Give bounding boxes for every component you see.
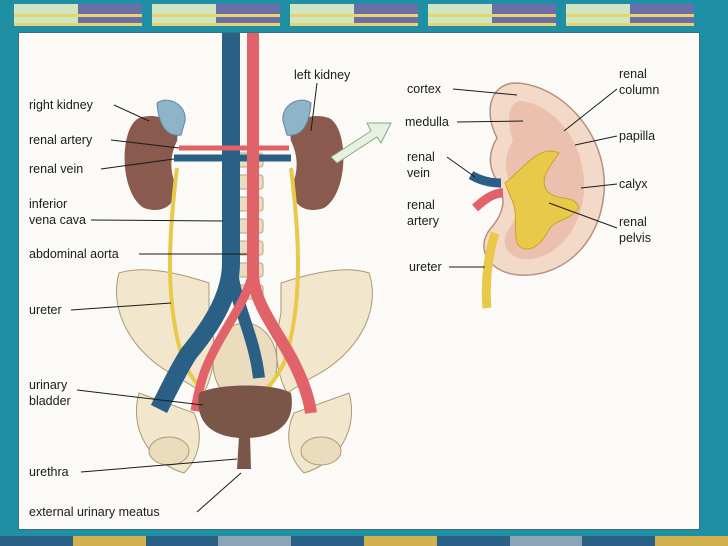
header-decoration xyxy=(0,0,728,30)
label-calyx: calyx xyxy=(619,177,648,191)
label-detail-renal-artery-1: renal xyxy=(407,198,435,212)
label-inferior: inferior xyxy=(29,197,67,211)
label-bladder: bladder xyxy=(29,394,71,408)
label-ureter: ureter xyxy=(29,303,62,317)
label-external-urinary-meatus: external urinary meatus xyxy=(29,505,160,519)
kidney-cross-section xyxy=(468,82,606,309)
detail-labels: cortex medulla renal vein renal artery u… xyxy=(405,67,659,274)
label-medulla: medulla xyxy=(405,115,449,129)
label-detail-ureter: ureter xyxy=(409,260,442,274)
label-vena-cava: vena cava xyxy=(29,213,86,227)
label-renal-pelvis-2: pelvis xyxy=(619,231,651,245)
label-renal-artery: renal artery xyxy=(29,133,93,147)
decor-block xyxy=(14,4,142,26)
label-renal-vein: renal vein xyxy=(29,162,83,176)
aorta xyxy=(179,33,317,414)
kidneys xyxy=(124,99,344,211)
decor-block xyxy=(566,4,694,26)
label-right-kidney: right kidney xyxy=(29,98,94,112)
urinary-system-diagram: right kidney renal artery renal vein inf… xyxy=(29,33,659,519)
label-urinary: urinary xyxy=(29,378,68,392)
decor-block xyxy=(290,4,418,26)
label-cortex: cortex xyxy=(407,82,442,96)
decor-block xyxy=(428,4,556,26)
label-abdominal-aorta: abdominal aorta xyxy=(29,247,119,261)
label-renal-column-2: column xyxy=(619,83,659,97)
vena-cava xyxy=(150,33,291,414)
label-papilla: papilla xyxy=(619,129,655,143)
label-left-kidney: left kidney xyxy=(294,68,351,82)
label-detail-renal-vein-1: renal xyxy=(407,150,435,164)
label-detail-renal-artery-2: artery xyxy=(407,214,440,228)
footer-decoration xyxy=(0,536,728,546)
bladder xyxy=(198,385,292,469)
decor-block xyxy=(152,4,280,26)
overview-labels: right kidney renal artery renal vein inf… xyxy=(29,68,351,519)
slide-panel: right kidney renal artery renal vein inf… xyxy=(18,32,700,530)
label-urethra: urethra xyxy=(29,465,69,479)
zoom-arrow xyxy=(330,122,392,164)
label-detail-renal-vein-2: vein xyxy=(407,166,430,180)
label-renal-column-1: renal xyxy=(619,67,647,81)
label-renal-pelvis-1: renal xyxy=(619,215,647,229)
